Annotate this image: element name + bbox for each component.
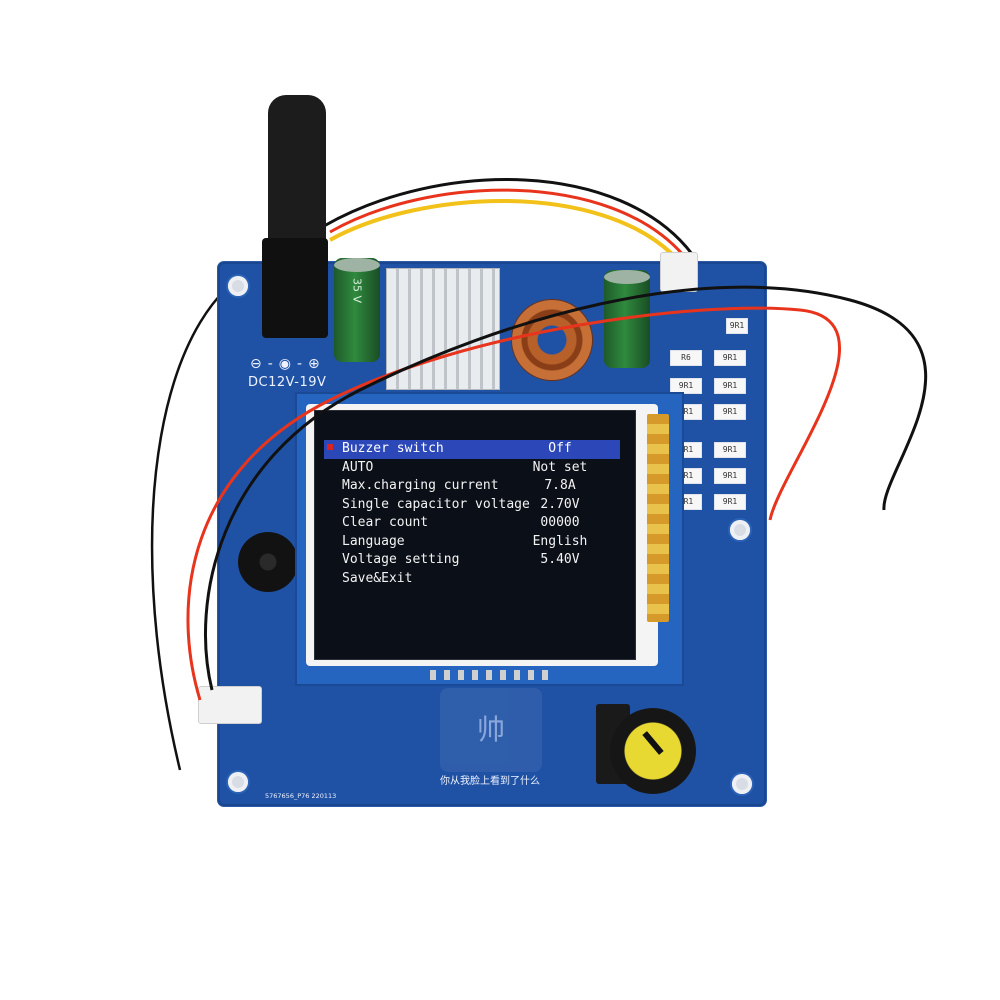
- menu-item-value: 2.70V: [540, 496, 580, 512]
- chinese-slogan: 你从我脸上看到了什么: [440, 776, 540, 787]
- polarity-mark: ⊖-◉-⊕: [250, 356, 326, 372]
- resistor: 9R1: [670, 378, 702, 394]
- lcd-flex-cable: [647, 414, 669, 622]
- logo-glyph: 帅: [476, 713, 505, 746]
- menu-item[interactable]: Clear count 00000: [324, 514, 620, 533]
- yellow-wire: [329, 199, 678, 260]
- mount-hole: [732, 774, 752, 794]
- menu-item-label: Max.charging current: [342, 478, 499, 493]
- resistor: 9R1: [714, 404, 746, 420]
- menu-item-value: 5.40V: [540, 552, 580, 567]
- mount-hole: [228, 772, 248, 792]
- resistor: 9R1: [726, 318, 748, 334]
- menu-item-label: Clear count: [342, 515, 429, 530]
- menu-item[interactable]: Voltage setting 5.40V: [324, 551, 620, 570]
- capacitor-left: 35 V: [334, 258, 380, 362]
- resistor: 9R1: [714, 468, 746, 484]
- capacitor-top: [604, 270, 650, 284]
- resistor: R6: [670, 350, 702, 366]
- menu-item-label: Voltage setting: [342, 552, 460, 567]
- part-number: 5767656_P76 220113: [265, 792, 337, 800]
- toroid-inductor: [512, 300, 592, 380]
- menu-item-label: Save&Exit: [342, 570, 413, 586]
- menu-item-label: Buzzer switch: [342, 441, 444, 456]
- mount-hole: [730, 520, 750, 540]
- capacitor-top: [334, 258, 380, 272]
- red-wire-top: [329, 188, 686, 257]
- lcd-header-pins: [430, 670, 550, 680]
- cursor-marker: [327, 444, 333, 450]
- resistor: 9R1: [714, 442, 746, 458]
- resistor: 9R1: [714, 494, 746, 510]
- red-wire: [186, 306, 841, 701]
- buzzer: [238, 532, 298, 592]
- dc-jack-plug: [268, 95, 326, 245]
- menu-item[interactable]: Single capacitor voltage 2.70V: [324, 496, 620, 515]
- rotary-knob[interactable]: [610, 708, 696, 794]
- menu-item-label: AUTO: [342, 459, 374, 475]
- menu-item-value: Off: [548, 441, 572, 456]
- menu-item-value: 7.8A: [544, 478, 576, 493]
- menu-item-value: 00000: [540, 515, 580, 530]
- resistor: 9R1: [714, 378, 746, 394]
- board-logo: 帅: [440, 688, 542, 772]
- menu-item[interactable]: Language English: [324, 533, 620, 552]
- menu-item[interactable]: AUTO Not set: [324, 459, 620, 478]
- menu-item[interactable]: Max.charging current 7.8A: [324, 477, 620, 496]
- resistor: 9R1: [714, 350, 746, 366]
- menu-item-value: Not set: [532, 459, 588, 475]
- black-wire: [204, 285, 928, 691]
- menu-item-label: Language: [342, 533, 405, 549]
- menu-item[interactable]: Save&Exit: [324, 570, 620, 589]
- black-wire-top: [323, 178, 694, 255]
- input-voltage-label: DC12V-19V: [248, 375, 327, 390]
- menu-item-value: English: [532, 533, 588, 549]
- capacitor-label: 35 V: [350, 278, 364, 304]
- mount-hole: [228, 276, 248, 296]
- menu-item-label: Single capacitor voltage: [342, 496, 530, 512]
- menu-item[interactable]: Buzzer switch Off: [324, 440, 620, 459]
- dc-jack-socket: [262, 238, 328, 338]
- two-pin-connector: [198, 686, 262, 724]
